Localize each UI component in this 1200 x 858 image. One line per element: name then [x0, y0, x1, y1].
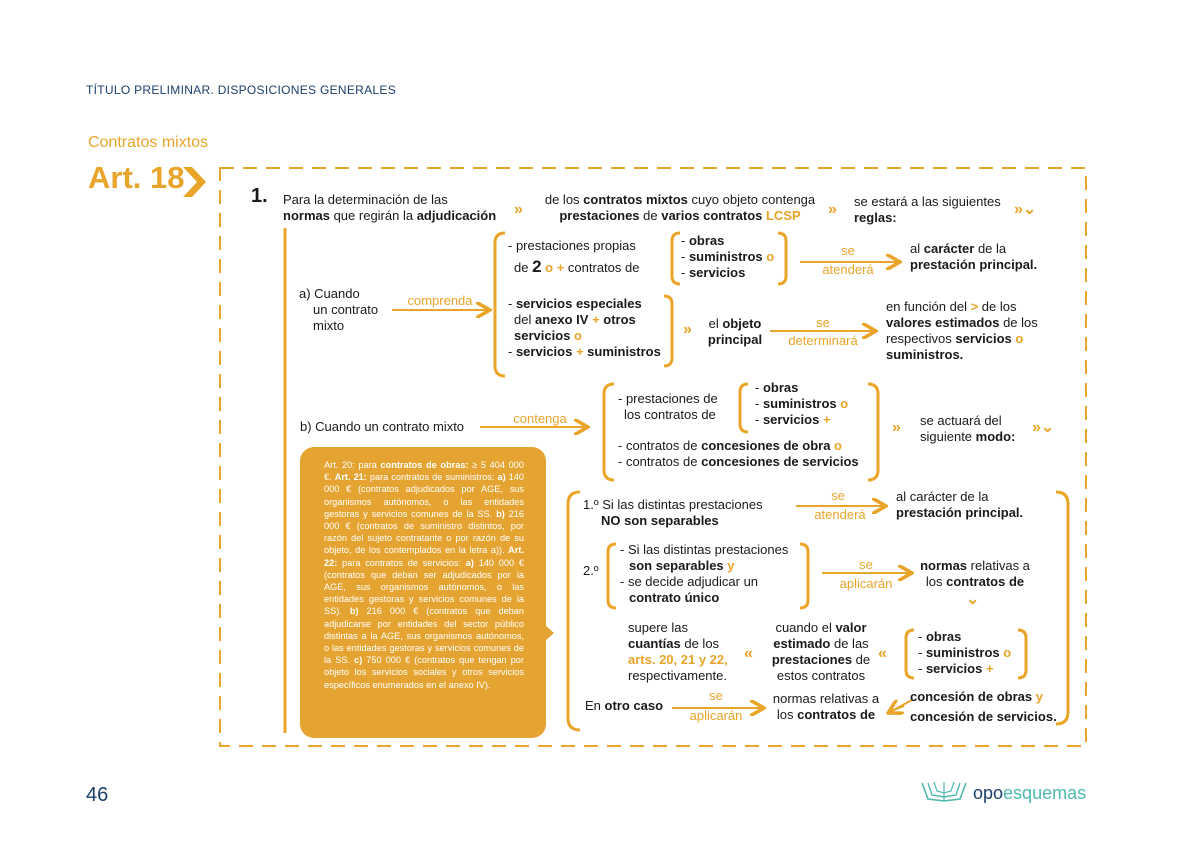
- exceed-quantities: supere las cuantías de los arts. 20, 21 …: [628, 620, 728, 683]
- note-segment: para contratos de suministros:: [366, 472, 498, 483]
- point1-middle: de los contratos mixtos cuyo objeto cont…: [544, 192, 816, 223]
- book-logo-icon: [921, 781, 967, 802]
- list-obras-suministros-servicios: - obras - suministros o - servicios: [681, 233, 775, 280]
- section-title: Contratos mixtos: [88, 134, 209, 151]
- note-segment: Art. 22:: [324, 545, 524, 568]
- when-value: cuando el valor estimado de las prestaci…: [771, 620, 871, 683]
- verb-se: se: [841, 243, 855, 258]
- chevron-right-icon: [183, 167, 206, 197]
- case-b-concesiones: - contratos de concesiones de obra o - c…: [618, 438, 859, 469]
- thresholds-note: Art. 20: para contratos de obras: ≥ 5 40…: [300, 447, 554, 738]
- list-c-obras-suministros-servicios: - obras - suministros o - servicios +: [918, 629, 1012, 676]
- rule-2-number: 2.º: [583, 563, 599, 578]
- brand-logo: opoesquemas: [973, 783, 1087, 803]
- other-case-result: normas relativas a los contratos de: [772, 691, 880, 722]
- result-valores: en función del > de los valores estimado…: [886, 299, 1038, 362]
- dashed-frame: [219, 167, 1087, 747]
- list-b-obras-suministros-servicios: - obras - suministros o - servicios +: [755, 380, 849, 427]
- verb-atendera: atenderá: [814, 507, 866, 522]
- rule-1-result: al carácter de la prestación principal.: [896, 489, 1024, 520]
- chapter-title: TÍTULO PRELIMINAR. DISPOSICIONES GENERAL…: [86, 83, 396, 97]
- verb-se: se: [816, 315, 830, 330]
- double-chevron-icon: »: [828, 201, 837, 218]
- article-number: Art. 18: [88, 160, 185, 195]
- other-case: En otro caso: [585, 698, 664, 713]
- double-chevron-left-icon: «: [878, 645, 887, 662]
- note-segment: Art. 20: para: [324, 460, 381, 470]
- point1-end: se estará a las siguientes reglas:: [854, 194, 1001, 225]
- verb-se: se: [709, 688, 723, 703]
- page-number: 46: [86, 784, 109, 806]
- double-chevron-left-icon: «: [744, 645, 753, 662]
- note-segment: b): [349, 606, 359, 617]
- case-b-prestaciones: - prestaciones de los contratos de: [618, 391, 718, 422]
- note-segment: b): [496, 508, 505, 519]
- note-segment: 140 000 € (contratos adjudicados por AGE…: [324, 472, 524, 519]
- verb-atendera: atenderá: [822, 262, 874, 277]
- chevron-down-icon: »⌄: [1032, 419, 1055, 436]
- rule-2-result: normas relativas a los contratos de: [920, 558, 1030, 589]
- point-number: 1.: [251, 185, 268, 207]
- verb-aplicaran: aplicarán: [689, 708, 743, 723]
- verb-se: se: [831, 488, 845, 503]
- note-segment: 750 000 € (contratos que tengan por obje…: [324, 655, 524, 690]
- case-a-label: a) Cuando un contrato mixto: [299, 286, 379, 333]
- verb-comprenda: comprenda: [407, 293, 473, 308]
- case-b-result: se actuará del siguiente modo:: [920, 413, 1016, 444]
- double-chevron-icon: »: [514, 201, 523, 218]
- note-segment: Art. 21:: [334, 472, 367, 483]
- note-segment: contratos de obras:: [380, 460, 469, 470]
- note-segment: 216 000 € (contratos que deban adjudicar…: [324, 606, 525, 666]
- double-chevron-icon: »: [892, 419, 901, 436]
- double-chevron-icon: »: [683, 321, 692, 338]
- point1-intro: Para la determinación de las normas que …: [283, 192, 497, 223]
- concesiones-result: concesión de obras y concesión de servic…: [910, 689, 1057, 724]
- result-caracter: al carácter de la prestación principal.: [910, 241, 1038, 272]
- chevron-down-icon: ⌄: [966, 591, 980, 608]
- case-b-label: b) Cuando un contrato mixto: [300, 419, 465, 434]
- case-a-group1: - prestaciones propias de 2 o + contrato…: [508, 238, 640, 276]
- chevron-down-icon: »⌄: [1014, 201, 1037, 218]
- rule-2: - Si las distintas prestaciones son sepa…: [620, 542, 789, 605]
- case-a-group2: - servicios especiales del anexo IV + ot…: [508, 296, 661, 359]
- note-segment: ≥ 5 404 000 €.: [324, 460, 524, 483]
- objeto-principal: el objeto principal: [707, 316, 763, 347]
- verb-contenga: contenga: [513, 411, 567, 426]
- note-segment: a): [497, 472, 506, 483]
- verb-se: se: [859, 557, 873, 572]
- note-segment: 216 000 € (contratos de suministro disti…: [324, 508, 524, 556]
- note-segment: para contratos de servicios:: [337, 557, 466, 568]
- note-segment: 140 000 € (contratos que deban ser adjud…: [324, 557, 524, 617]
- verb-determinara: determinará: [788, 333, 858, 348]
- rule-1: 1.º Si las distintas prestaciones NO son…: [583, 497, 763, 528]
- verb-aplicaran: aplicarán: [839, 576, 893, 591]
- note-segment: a): [465, 557, 474, 568]
- note-segment: c): [354, 655, 363, 666]
